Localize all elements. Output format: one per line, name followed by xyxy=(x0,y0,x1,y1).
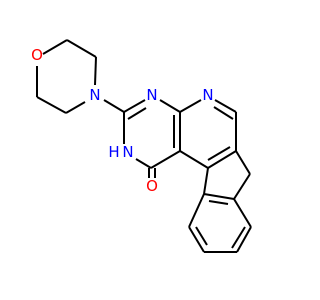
bond-bz-1 xyxy=(233,198,252,228)
molecule-structure: O N N N H N O xyxy=(31,39,252,253)
bond-ch2-c xyxy=(233,173,251,200)
bond-n3-c4 xyxy=(159,99,181,113)
atom-labels: O N N N H N O xyxy=(31,46,214,195)
bond-bz-6-inner xyxy=(208,200,229,205)
bond-c-c4a xyxy=(203,167,209,195)
bond-c3-c4 xyxy=(36,96,67,114)
bond-n-pyr-c-inner xyxy=(213,106,234,120)
bond-bz-5 xyxy=(188,193,205,228)
bond-c2-n3 xyxy=(123,99,146,113)
bond-bz-4-inner xyxy=(195,226,208,246)
bond-c1-c2 xyxy=(66,39,97,58)
bond-o-c1 xyxy=(42,39,68,55)
bond-c2-n3-inner xyxy=(127,107,147,120)
bond-pyr-c-c4a xyxy=(207,150,237,169)
pyridine-nitrogen-label: N xyxy=(202,86,213,104)
bond-c4a-c5 xyxy=(150,150,181,169)
bond-nmorph-c2 xyxy=(103,99,125,113)
morpholine-oxygen-label: O xyxy=(31,46,43,64)
bond-bz-4 xyxy=(188,226,205,253)
bond-n-pyr-c xyxy=(214,99,237,113)
bond-c4-n-pyr xyxy=(179,99,202,113)
bond-c5-n6 xyxy=(135,158,152,169)
bond-c2-n xyxy=(94,56,97,86)
bond-c4a-c9b xyxy=(179,150,209,169)
carbonyl-oxygen-label: O xyxy=(146,177,158,195)
bond-bz-2 xyxy=(236,226,252,253)
morpholine-nitrogen-label: N xyxy=(89,86,100,104)
bond-c-c xyxy=(203,193,235,200)
bonds xyxy=(36,39,252,253)
bond-bz-2-inner xyxy=(231,226,246,249)
bond-c-ch2 xyxy=(235,150,251,175)
pyrimidine-n3-label: N xyxy=(146,86,157,104)
bond-pyr-c-c4a-inner xyxy=(207,146,231,161)
bond-n-c3 xyxy=(65,101,86,114)
lactam-h-label: H xyxy=(108,143,119,161)
lactam-n-label: N xyxy=(122,143,133,161)
